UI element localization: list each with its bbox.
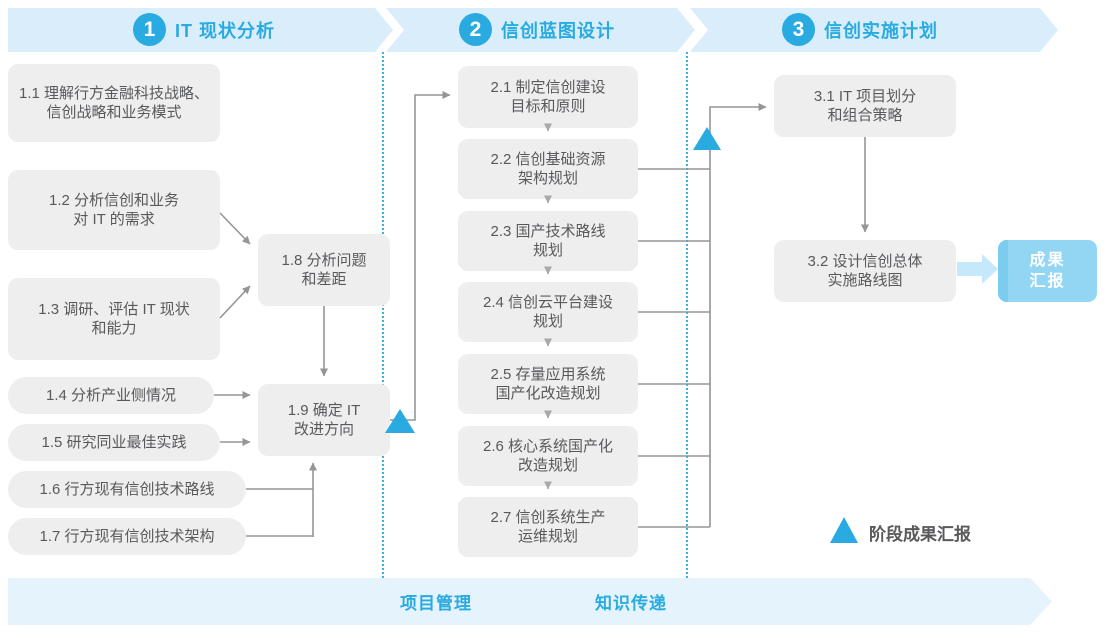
step-3-1-label2: 和组合策略 — [827, 107, 903, 124]
step-2-5: 2.5 存量应用系统 国产化改造规划 — [458, 354, 638, 414]
phase1-header: 1 IT 现状分析 — [133, 13, 275, 46]
step-2-4-label2: 规划 — [532, 313, 563, 330]
step-2-1: 2.1 制定信创建设 目标和原则 — [458, 66, 638, 128]
step-2-3: 2.3 国产技术路线 规划 — [458, 211, 638, 271]
step-1-2: 1.2 分析信创和业务 对 IT 的需求 — [8, 170, 220, 250]
phase-divider-1 — [382, 52, 384, 578]
step-2-7: 2.7 信创系统生产 运维规划 — [458, 497, 638, 557]
phase1-header-band — [8, 8, 393, 52]
step-1-9-label2: 改进方向 — [293, 421, 354, 438]
phase2-header-band — [386, 8, 695, 52]
step-1-3: 1.3 调研、评估 IT 现状 和能力 — [8, 278, 220, 360]
step-1-3-label2: 和能力 — [91, 320, 137, 337]
result-label-line2: 汇报 — [1029, 273, 1066, 290]
step-2-7-label2: 运维规划 — [517, 528, 578, 545]
step-2-7-label: 2.7 信创系统生产 — [490, 509, 606, 526]
bottom-banner — [8, 578, 1052, 625]
result-label-line1: 成果 — [1029, 252, 1066, 269]
phase2-milestone-triangle-icon — [693, 127, 721, 150]
phase2-number-badge: 2 — [459, 13, 492, 46]
phase2-title: 信创蓝图设计 — [501, 20, 615, 41]
connector-1-9-to-2-1 — [390, 91, 451, 421]
phase1-title: IT 现状分析 — [175, 20, 275, 41]
step-2-5-label2: 国产化改造规划 — [495, 385, 601, 402]
step-2-4: 2.4 信创云平台建设 规划 — [458, 282, 638, 342]
connector-1-3-to-1-8 — [219, 285, 251, 319]
step-1-5: 1.5 研究同业最佳实践 — [8, 424, 220, 461]
phase3-header: 3 信创实施计划 — [782, 13, 938, 46]
step-1-1-label: 1.1 理解行方金融科技战略、 — [18, 85, 210, 102]
step-1-5-label: 1.5 研究同业最佳实践 — [41, 434, 187, 451]
result-box-edge — [998, 240, 1008, 302]
step-1-4-label: 1.4 分析产业侧情况 — [45, 387, 177, 404]
phase3-header-band — [690, 8, 1058, 52]
step-1-6-label: 1.6 行方现有信创技术路线 — [39, 481, 215, 498]
step-1-8-label2: 和差距 — [301, 271, 347, 288]
step-3-2-label: 3.2 设计信创总体 — [807, 253, 923, 270]
step-1-7-label: 1.7 行方现有信创技术架构 — [39, 528, 215, 545]
result-report-box: 成果 汇报 — [998, 240, 1097, 302]
phase-divider-2 — [686, 52, 688, 578]
phase1-number-badge: 1 — [133, 13, 166, 46]
step-2-2-label: 2.2 信创基础资源 — [490, 151, 606, 168]
step-1-7: 1.7 行方现有信创技术架构 — [8, 518, 246, 555]
step-2-6-label: 2.6 核心系统国产化 — [482, 438, 614, 455]
step-3-1: 3.1 IT 项目划分 和组合策略 — [774, 75, 956, 137]
step-2-2-label2: 架构规划 — [517, 170, 578, 187]
step-2-1-label2: 目标和原则 — [510, 98, 586, 115]
phase2-header: 2 信创蓝图设计 — [459, 13, 615, 46]
phase3-number-badge: 3 — [782, 13, 815, 46]
legend-triangle-icon — [830, 517, 858, 543]
step-1-8-label: 1.8 分析问题 — [281, 252, 367, 269]
step-1-4: 1.4 分析产业侧情况 — [8, 377, 214, 414]
step-1-2-label2: 对 IT 的需求 — [73, 211, 155, 228]
result-arrow-icon — [957, 254, 998, 284]
footer-knowledge-transfer: 知识传递 — [595, 594, 667, 613]
footer-project-management: 项目管理 — [400, 594, 472, 613]
step-3-1-label: 3.1 IT 项目划分 — [813, 88, 917, 105]
step-2-2: 2.2 信创基础资源 架构规划 — [458, 139, 638, 199]
step-2-3-label2: 规划 — [532, 242, 563, 259]
step-1-2-label: 1.2 分析信创和业务 — [48, 192, 180, 209]
step-2-5-label: 2.5 存量应用系统 — [490, 366, 606, 383]
connector-bus-to-3-1 — [709, 103, 767, 527]
step-2-6-label2: 改造规划 — [517, 457, 578, 474]
phase3-title: 信创实施计划 — [824, 20, 938, 41]
step-2-1-label: 2.1 制定信创建设 — [490, 79, 606, 96]
step-1-1: 1.1 理解行方金融科技战略、 信创战略和业务模式 — [8, 64, 220, 142]
step-1-1-label2: 信创战略和业务模式 — [46, 104, 182, 121]
step-2-4-label: 2.4 信创云平台建设 — [482, 294, 614, 311]
step-1-8: 1.8 分析问题 和差距 — [258, 234, 390, 306]
step-1-3-label: 1.3 调研、评估 IT 现状 — [38, 301, 190, 318]
step-3-2: 3.2 设计信创总体 实施路线图 — [774, 240, 956, 302]
step-1-9-label: 1.9 确定 IT — [287, 402, 361, 419]
step-1-9: 1.9 确定 IT 改进方向 — [258, 384, 390, 456]
legend-label: 阶段成果汇报 — [869, 525, 971, 544]
step-3-2-label2: 实施路线图 — [827, 272, 903, 289]
step-2-3-label: 2.3 国产技术路线 — [490, 223, 606, 240]
step-1-6: 1.6 行方现有信创技术路线 — [8, 471, 246, 508]
connector-1-2-to-1-8 — [219, 212, 251, 245]
step-2-6: 2.6 核心系统国产化 改造规划 — [458, 426, 638, 486]
